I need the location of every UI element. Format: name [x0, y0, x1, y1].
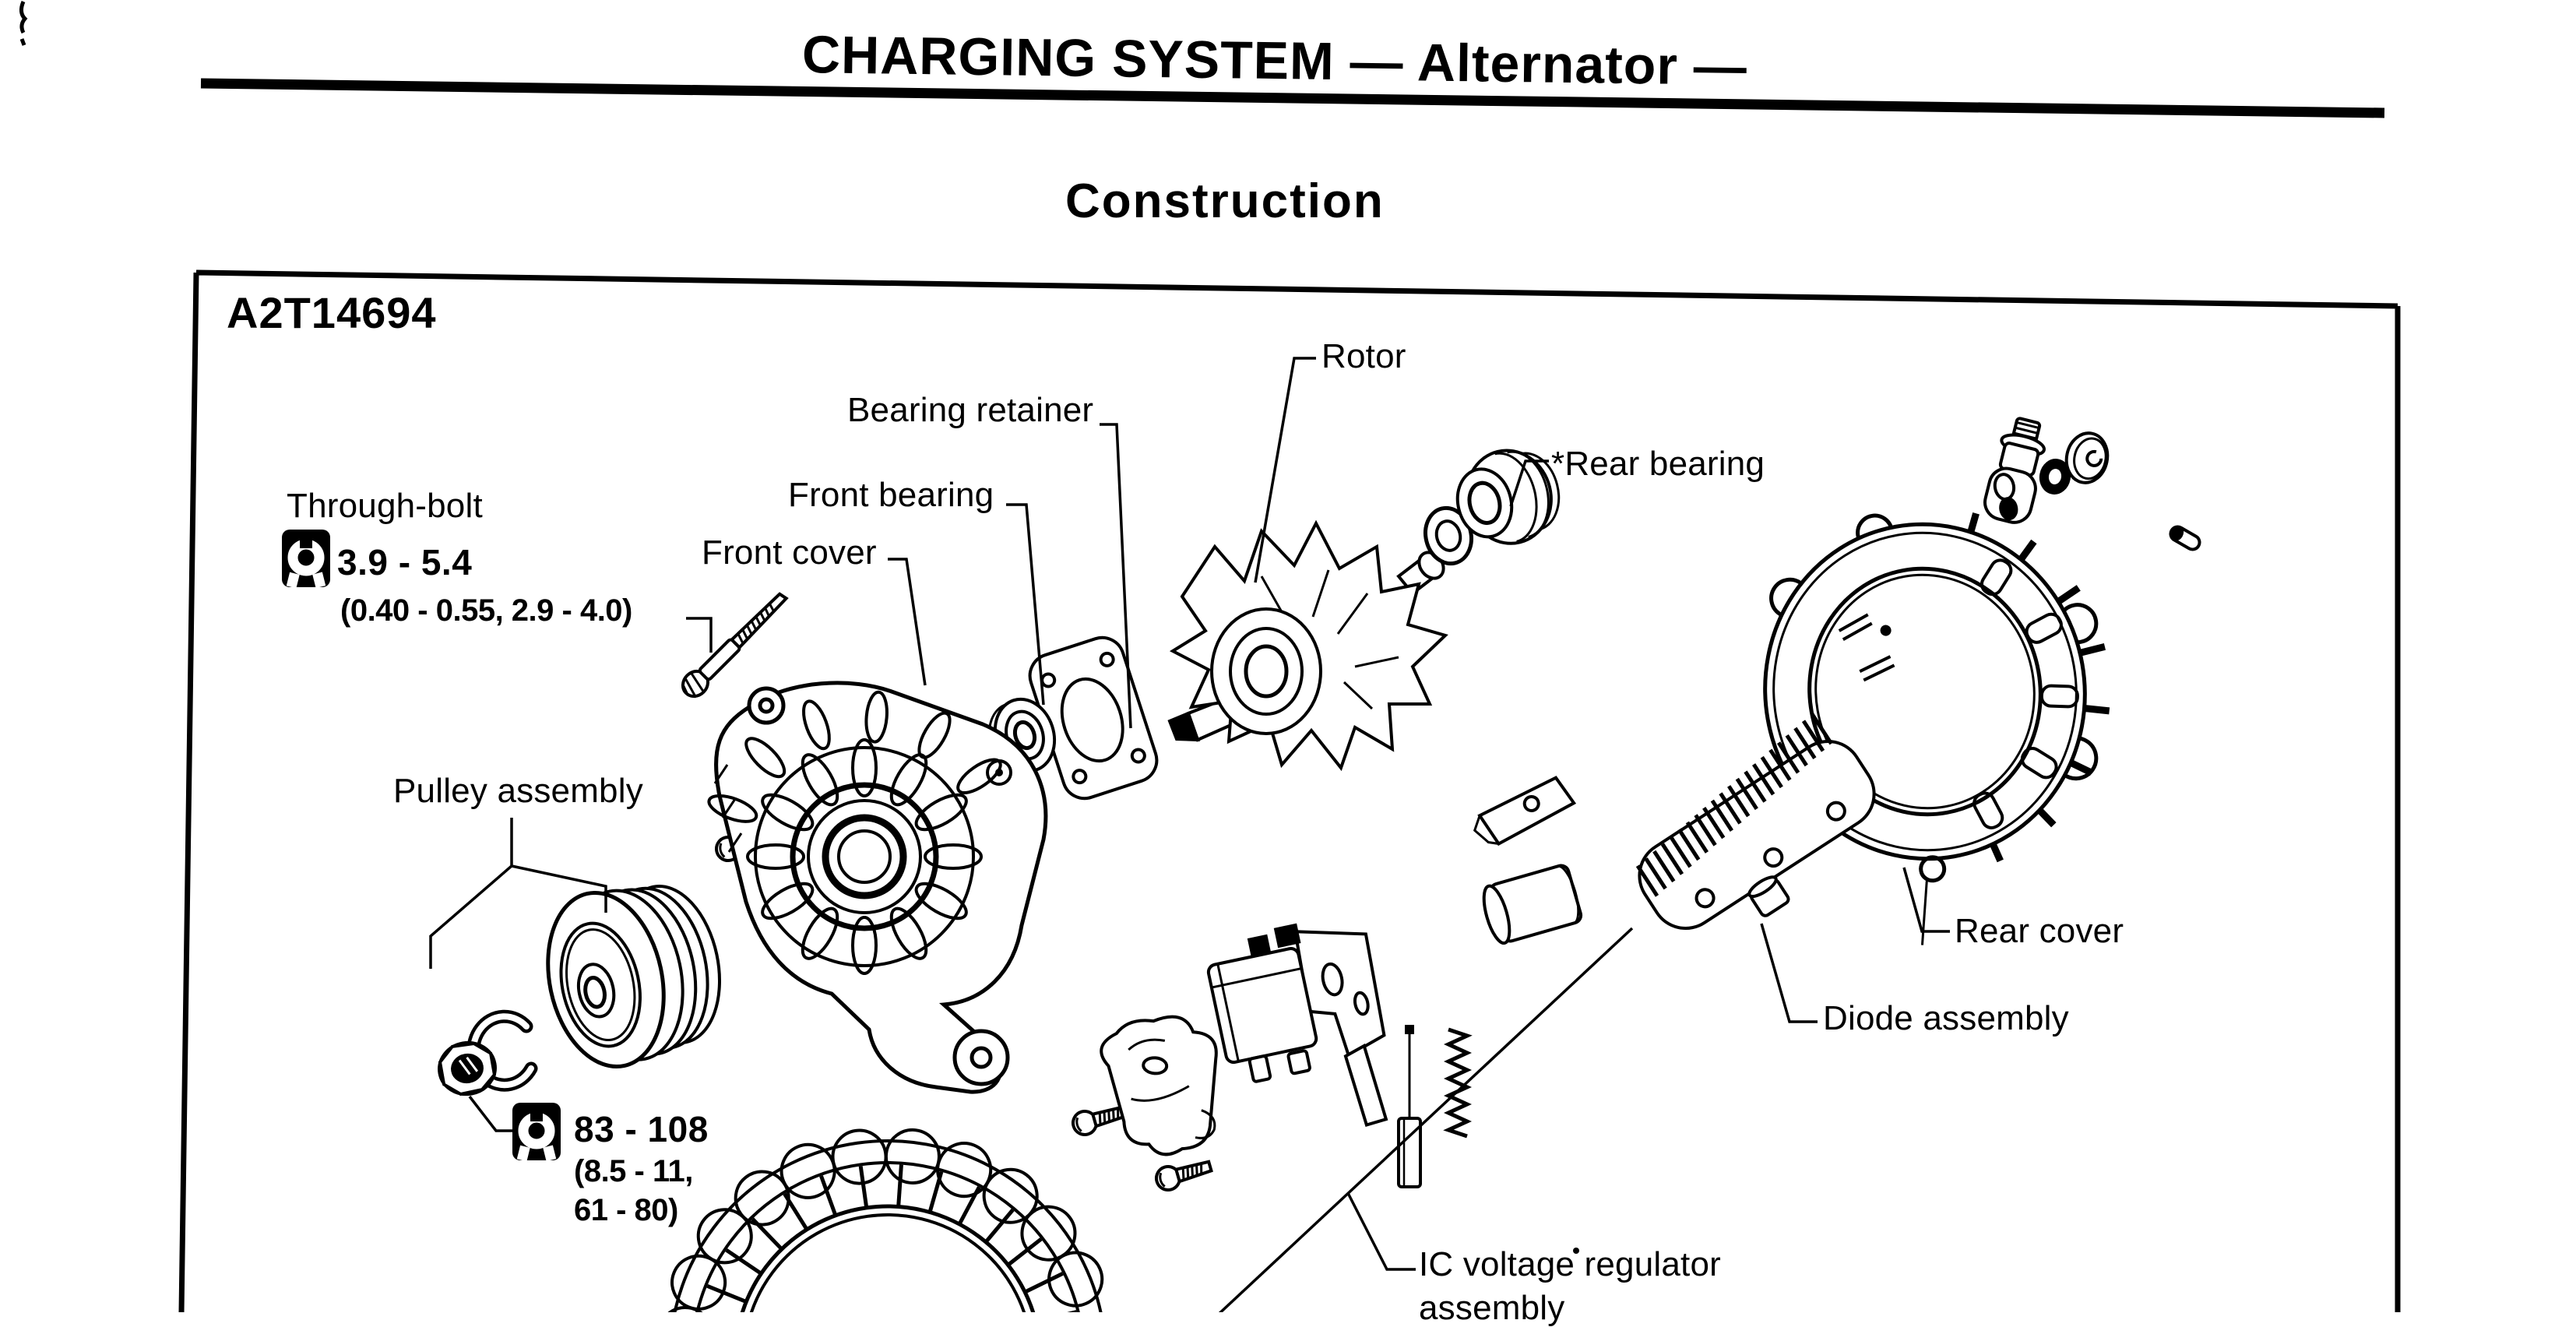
diode-assembly-drawing	[1635, 713, 1876, 931]
figure-id: A2T14694	[227, 288, 437, 337]
ic-regulator-drawing	[1206, 923, 1388, 1128]
rotor-drawing	[1167, 519, 1448, 772]
scan-artifact	[19, 1, 28, 46]
label-pulley-assembly: Pulley assembly	[393, 772, 643, 810]
spacer-ring-drawing	[1423, 505, 1473, 566]
torque-wrench-icon	[282, 530, 330, 588]
brush-spring-drawing	[1443, 1027, 1473, 1139]
label-rotor: Rotor	[1321, 337, 1406, 375]
torque-pulley-nut-alt1: (8.5 - 11,	[574, 1154, 693, 1188]
label-front-bearing: Front bearing	[788, 476, 994, 514]
torque-wrench-icon	[512, 1103, 561, 1161]
label-front-cover: Front cover	[702, 533, 877, 572]
terminal-parts-drawing	[1983, 417, 2201, 551]
label-bearing-retainer: Bearing retainer	[847, 391, 1094, 429]
figure-border	[178, 269, 2401, 1312]
through-bolt-drawing	[681, 592, 789, 699]
stator-drawing	[654, 1125, 1145, 1312]
section-title: Construction	[1065, 174, 1385, 228]
label-ic-voltage-regulator-line1: IC voltage regulator	[1419, 1245, 1721, 1283]
torque-pulley-nut-nm: 83 - 108	[574, 1109, 709, 1149]
brush-holder-drawing	[1100, 1015, 1218, 1156]
bearing-retainer-drawing	[1028, 635, 1159, 801]
rear-bearing-drawing	[1455, 449, 1561, 545]
brush-drawing	[1397, 1025, 1422, 1188]
torque-through-bolt-nm: 3.9 - 5.4	[337, 542, 473, 583]
torque-through-bolt-alt: (0.40 - 0.55, 2.9 - 4.0)	[340, 593, 632, 628]
capacitor-drawing	[1473, 776, 1583, 945]
label-through-bolt: Through-bolt	[287, 487, 483, 525]
scan-artifact-dot	[1573, 1248, 1579, 1254]
pulley-drawing	[546, 884, 721, 1069]
front-cover-drawing	[706, 681, 1048, 1094]
label-rear-bearing: *Rear bearing	[1551, 445, 1765, 483]
label-rear-cover: Rear cover	[1955, 912, 2124, 950]
page-title: CHARGING SYSTEM — Alternator —	[801, 25, 1748, 97]
pulley-nut-drawing	[438, 1040, 497, 1096]
leader-lines	[429, 357, 1950, 1312]
screw-drawing	[1152, 1153, 1215, 1195]
torque-pulley-nut-alt2: 61 - 80)	[574, 1193, 678, 1227]
rear-cover-drawing	[1763, 480, 2150, 945]
header-rule	[200, 78, 2385, 118]
label-diode-assembly: Diode assembly	[1823, 999, 2069, 1037]
label-ic-voltage-regulator-line2: assembly	[1419, 1289, 1565, 1327]
